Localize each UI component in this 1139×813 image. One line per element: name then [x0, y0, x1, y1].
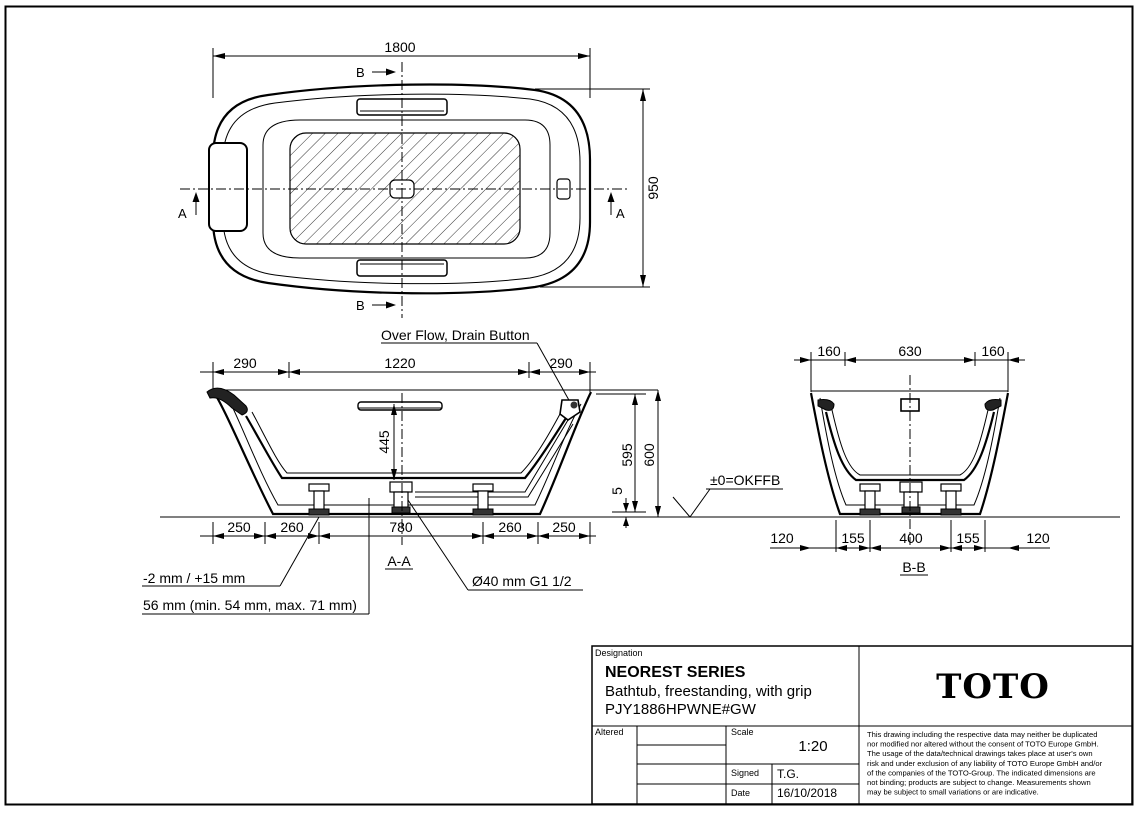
dim-width-1800: 1800 [384, 39, 415, 55]
date-value: 16/10/2018 [777, 786, 837, 800]
section-aa-title: A-A [387, 553, 411, 569]
section-b-b: 160 630 160 [770, 343, 1050, 576]
dim-aa-290-left: 290 [233, 355, 257, 371]
dim-aa-595: 595 [619, 443, 635, 467]
dim-bb-155-left: 155 [841, 530, 865, 546]
scale-label: Scale [731, 727, 754, 737]
section-a-right-label: A [616, 206, 625, 221]
notice-line: not binding; products are subject to cha… [867, 778, 1091, 787]
dim-bb-155-right: 155 [956, 530, 980, 546]
note-adjust: -2 mm / +15 mm [143, 570, 245, 586]
notice-line: nor modified nor altered without the con… [867, 740, 1099, 749]
dim-aa-290-right: 290 [549, 355, 573, 371]
title-block: Designation NEOREST SERIES Bathtub, free… [591, 645, 1133, 805]
series-title: NEOREST SERIES [605, 664, 746, 681]
dim-aa-5: 5 [609, 487, 625, 495]
product-description: Bathtub, freestanding, with grip [605, 683, 812, 700]
notice-line: This drawing including the respective da… [867, 730, 1097, 739]
designation-label: Designation [595, 648, 643, 658]
dim-aa-780: 780 [389, 519, 413, 535]
top-view: 1800 950 B B [178, 39, 661, 318]
toto-logo: TOTO [936, 667, 1050, 707]
dim-depth-950: 950 [645, 176, 661, 200]
date-label: Date [731, 788, 750, 798]
notice-line: The usage of the data/technical drawings… [867, 749, 1093, 758]
section-bb-title: B-B [902, 559, 925, 575]
section-b-bottom-label: B [356, 298, 365, 313]
legal-notice: This drawing including the respective da… [867, 730, 1103, 797]
dim-aa-445: 445 [376, 430, 392, 454]
dim-bb-120-right: 120 [1026, 530, 1050, 546]
dim-aa-260-right: 260 [498, 519, 522, 535]
model-number: PJY1886HPWNE#GW [605, 701, 757, 718]
dim-bb-160-left: 160 [817, 343, 841, 359]
callout-overflow-drain: Over Flow, Drain Button [381, 327, 530, 343]
altered-label: Altered [595, 727, 624, 737]
dim-aa-260-left: 260 [280, 519, 304, 535]
scale-value: 1:20 [798, 738, 827, 755]
dim-aa-1220: 1220 [384, 355, 415, 371]
notice-line: risk and under exclusion of any liabilit… [867, 759, 1103, 768]
section-b-top-label: B [356, 65, 365, 80]
note-foot-height: 56 mm (min. 54 mm, max. 71 mm) [143, 597, 357, 613]
reference-level-label: ±0=OKFFB [710, 472, 780, 488]
signed-value: T.G. [777, 767, 799, 781]
dim-aa-250-right: 250 [552, 519, 576, 535]
dim-aa-250-left: 250 [227, 519, 251, 535]
dim-bb-120-left: 120 [770, 530, 794, 546]
signed-label: Signed [731, 768, 759, 778]
dim-bb-400: 400 [899, 530, 923, 546]
drawing-frame [4, 5, 1134, 806]
dim-bb-160-right: 160 [981, 343, 1005, 359]
dim-aa-600: 600 [641, 443, 657, 467]
section-a-a: Over Flow, Drain Button 290 1220 290 [142, 327, 1120, 615]
notice-line: of the companies of the TOTO-Group. The … [867, 768, 1096, 777]
section-a-left-label: A [178, 206, 187, 221]
dim-bb-630: 630 [898, 343, 922, 359]
note-drain: Ø40 mm G1 1/2 [472, 573, 572, 589]
notice-line: may be subject to small variations or ar… [867, 788, 1039, 797]
